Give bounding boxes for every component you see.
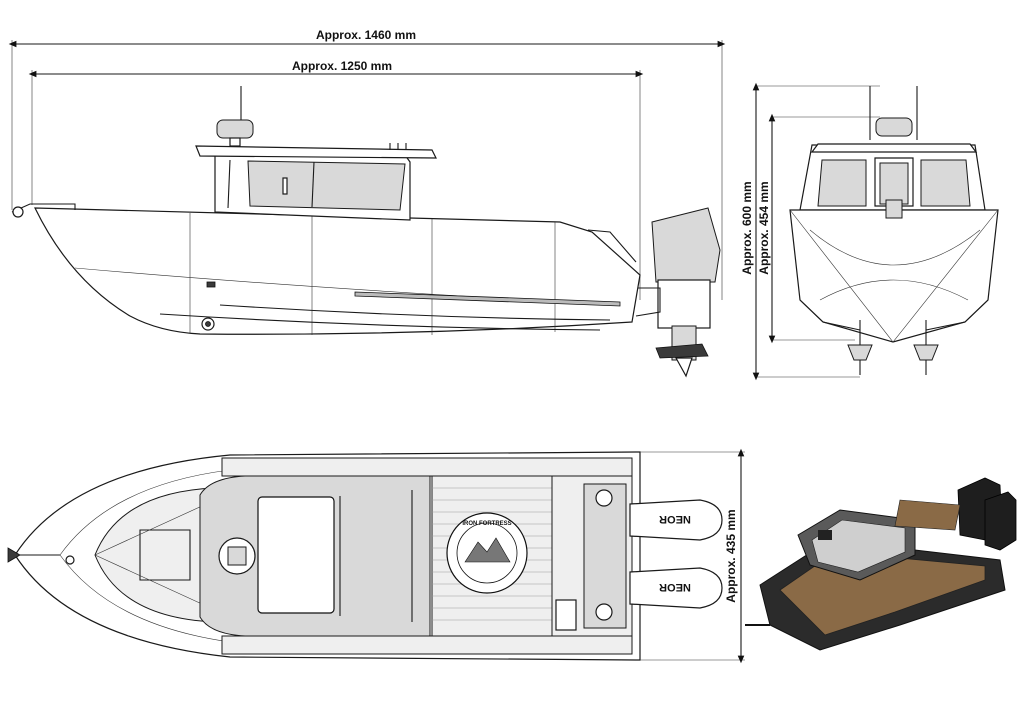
dimension-overall-height: Approx. 600 mm (740, 82, 880, 381)
boat-3d-render (745, 477, 1017, 651)
engine-brand-lower: NEOR (659, 581, 691, 593)
deck-logo-text: IRON FORTRESS (462, 521, 511, 527)
deck-logo: IRON FORTRESS (446, 512, 528, 594)
hull-height-label: Approx. 454 mm (757, 181, 771, 274)
front-propeller-left (847, 320, 873, 375)
side-outboard-engine (635, 207, 721, 378)
dimension-overall-length: Approx. 1460 mm (8, 28, 726, 300)
front-view (789, 86, 999, 375)
dimension-hull-length: Approx. 1250 mm (28, 59, 644, 300)
beam-label: Approx. 435 mm (724, 509, 738, 602)
hull-length-label: Approx. 1250 mm (292, 59, 392, 73)
dimension-hull-height: Approx. 454 mm (757, 113, 880, 344)
engine-brand-upper: NEOR (659, 513, 691, 525)
top-outboard-engine-lower: NEOR (629, 567, 723, 609)
overall-length-label: Approx. 1460 mm (316, 28, 416, 42)
top-outboard-engine-upper: NEOR (629, 499, 723, 541)
dimension-beam: Approx. 435 mm (640, 448, 745, 664)
overall-height-label: Approx. 600 mm (740, 181, 754, 274)
front-propeller-right (913, 320, 939, 375)
side-view (11, 86, 721, 378)
top-view: IRON FORTRESS NEOR NEOR (7, 451, 723, 661)
